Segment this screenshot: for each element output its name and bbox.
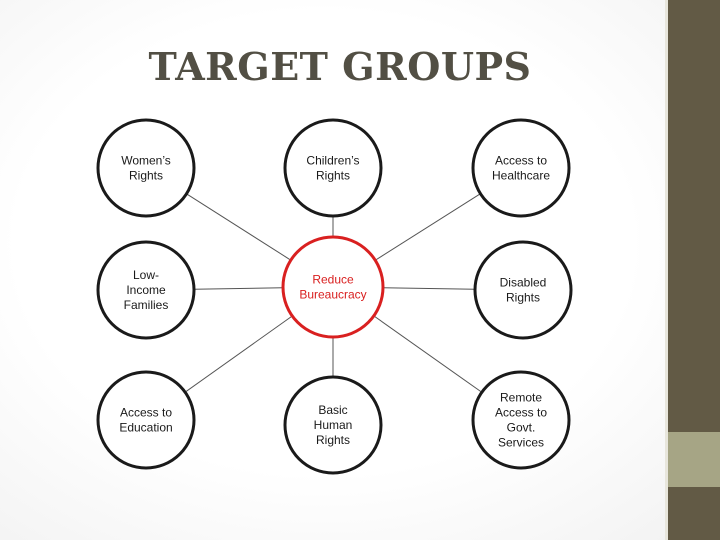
node-label-line: Income (126, 283, 166, 297)
node-label-line: Services (498, 436, 544, 450)
sidebar-accent-block (668, 432, 720, 487)
node-label-line: Remote (500, 391, 542, 405)
node-circle (96, 240, 196, 340)
node-label-line: Govt. (507, 421, 536, 435)
node-circle (473, 240, 573, 340)
node-circle (283, 375, 383, 475)
center-label-line: Bureaucracy (299, 288, 366, 302)
node-label-line: Healthcare (492, 169, 550, 183)
node-label-line: Women’s (121, 154, 171, 168)
node-label-line: Rights (506, 291, 540, 305)
connector-access-to-education (184, 315, 293, 393)
node-circle (96, 118, 196, 218)
node-label-line: Human (314, 418, 353, 432)
node-label-line: Basic (318, 403, 347, 417)
node-circle (283, 118, 383, 218)
connector-low-income-families (193, 287, 284, 290)
node-label-line: Families (124, 298, 169, 312)
node-label-line: Rights (316, 169, 350, 183)
node-label-line: Low- (133, 268, 159, 282)
node-label-line: Access to (495, 154, 547, 168)
node-label-line: Children’s (306, 154, 359, 168)
node-circle (96, 370, 196, 470)
node-circle (471, 370, 571, 470)
node-circle (471, 118, 571, 218)
node-label-line: Education (119, 421, 172, 435)
connectors (184, 193, 483, 393)
node-label-line: Rights (316, 433, 350, 447)
sidebar-edge (665, 0, 668, 540)
center-label-line: Reduce (312, 273, 354, 287)
node-label-line: Rights (129, 169, 163, 183)
connector-remote-access-to-govt-services (373, 315, 483, 393)
node-label-line: Disabled (500, 276, 547, 290)
center-circle (281, 235, 385, 339)
node-label-line: Access to (495, 406, 547, 420)
node-label-line: Access to (120, 406, 172, 420)
connector-access-to-healthcare (374, 193, 481, 261)
connector-womens-rights (186, 193, 292, 261)
connector-disabled-rights (382, 287, 476, 290)
slide-title: TARGET GROUPS (148, 44, 532, 89)
